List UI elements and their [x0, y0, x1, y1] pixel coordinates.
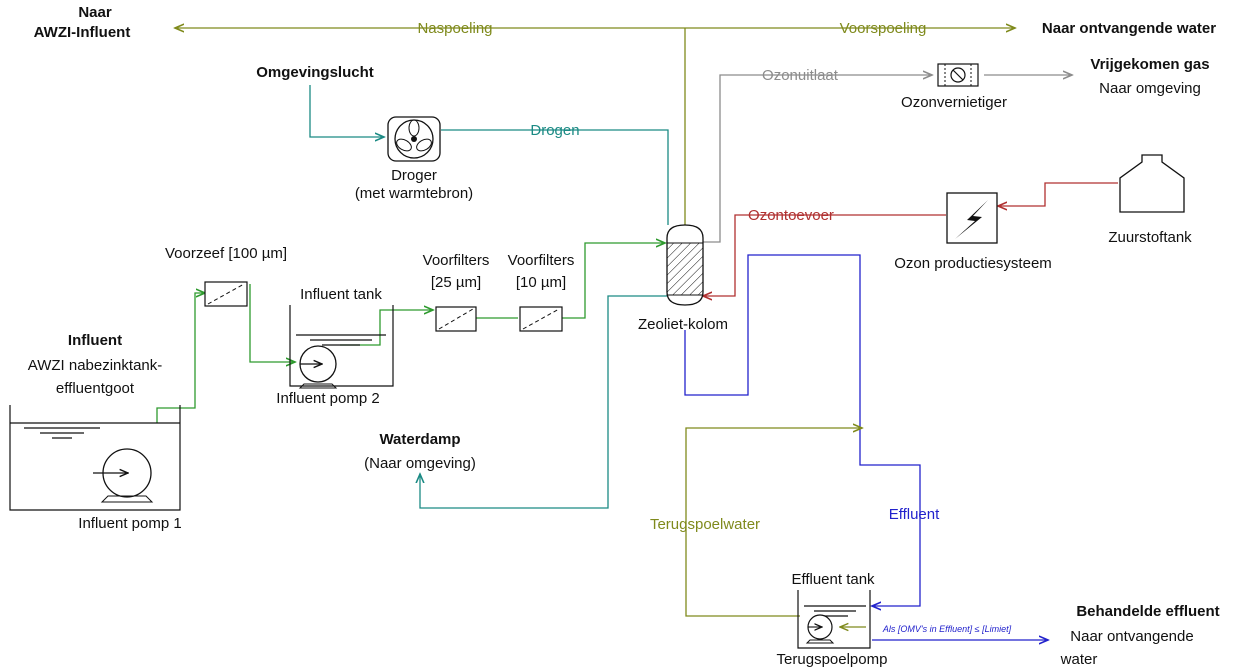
influent-pomp-2-label: Influent pomp 2 — [276, 390, 379, 407]
voorfilters-25-label-2: [25 µm] — [431, 274, 481, 291]
tank-icon — [1119, 154, 1185, 213]
voorzeef-filter — [204, 281, 248, 307]
pump-icon — [93, 448, 154, 503]
voorfilter-25 — [435, 306, 477, 332]
voorfilters-25-label-1: Voorfilters — [423, 252, 490, 269]
droger-label: Droger — [391, 167, 437, 184]
influent-tank — [289, 305, 394, 387]
no-entry-icon — [950, 67, 966, 83]
condition-label: Als [OMV's in Effluent] ≤ [Limiet] — [882, 624, 1012, 634]
terugspoelwater-label: Terugspoelwater — [650, 516, 760, 533]
ozontoevoer-line — [703, 182, 1118, 296]
voorfilter-10 — [519, 306, 563, 332]
naar-awzi-label-1: Naar — [78, 4, 112, 21]
influent-line — [156, 243, 665, 423]
fan-icon — [394, 119, 434, 159]
naar-ontvangende-label: Naar ontvangende water — [1042, 20, 1216, 37]
pump-icon — [298, 345, 338, 389]
pump-icon — [805, 614, 835, 644]
waterdamp-label: Waterdamp — [379, 431, 460, 448]
effluent-line — [684, 254, 1048, 640]
omgevingslucht-label: Omgevingslucht — [256, 64, 374, 81]
ozonuitlaat-line — [703, 75, 1072, 243]
terugspoelpomp-label: Terugspoelpomp — [777, 651, 888, 668]
naar-ontvangende-2-label-2: water — [1060, 651, 1098, 668]
naspoeling-label: Naspoeling — [417, 20, 492, 37]
waterdamp-sub-label: (Naar omgeving) — [364, 455, 476, 472]
effluent-tank — [797, 590, 871, 649]
naar-awzi-label-2: AWZI-Influent — [34, 24, 131, 41]
voorzeef-label: Voorzeef [100 µm] — [165, 245, 287, 262]
ozon-productiesysteem-unit — [946, 192, 998, 244]
ozontoevoer-label: Ozontoevoer — [748, 207, 834, 224]
effluent-label: Effluent — [889, 506, 940, 523]
ozon-productie-label: Ozon productiesysteem — [894, 255, 1052, 272]
ozonvernietiger-unit — [937, 63, 979, 87]
naspoeling-line — [175, 28, 1015, 225]
met-warmtebron-label: (met warmtebron) — [355, 185, 473, 202]
vrijgekomen-gas-label: Vrijgekomen gas — [1090, 56, 1209, 73]
zuurstoftank-label: Zuurstoftank — [1108, 229, 1192, 246]
ozonuitlaat-label: Ozonuitlaat — [762, 67, 839, 84]
influent-sub-1: AWZI nabezinktank- — [28, 357, 163, 374]
naar-omgeving-label: Naar omgeving — [1099, 80, 1201, 97]
influent-pomp-1-label: Influent pomp 1 — [78, 515, 181, 532]
drogen-line — [309, 85, 669, 509]
voorfilters-10-label-1: Voorfilters — [508, 252, 575, 269]
influent-tank-label: Influent tank — [300, 286, 382, 303]
effluent-tank-label: Effluent tank — [791, 571, 875, 588]
influent-sub-2: effluentgoot — [56, 380, 135, 397]
voorfilters-10-label-2: [10 µm] — [516, 274, 566, 291]
ozonvernietiger-label: Ozonvernietiger — [901, 94, 1007, 111]
awzi-tank — [9, 405, 181, 511]
zeoliet-kolom — [666, 224, 704, 306]
lightning-icon — [955, 200, 988, 239]
naar-ontvangende-2-label-1: Naar ontvangende — [1070, 628, 1193, 645]
influent-title: Influent — [68, 332, 122, 349]
voorspoeling-label: Voorspoeling — [840, 20, 927, 37]
terugspoelwater-line — [685, 428, 862, 617]
droger-unit — [387, 116, 441, 162]
behandelde-effluent-label: Behandelde effluent — [1076, 603, 1219, 620]
drogen-label: Drogen — [530, 122, 579, 139]
zeoliet-kolom-label: Zeoliet-kolom — [638, 316, 728, 333]
